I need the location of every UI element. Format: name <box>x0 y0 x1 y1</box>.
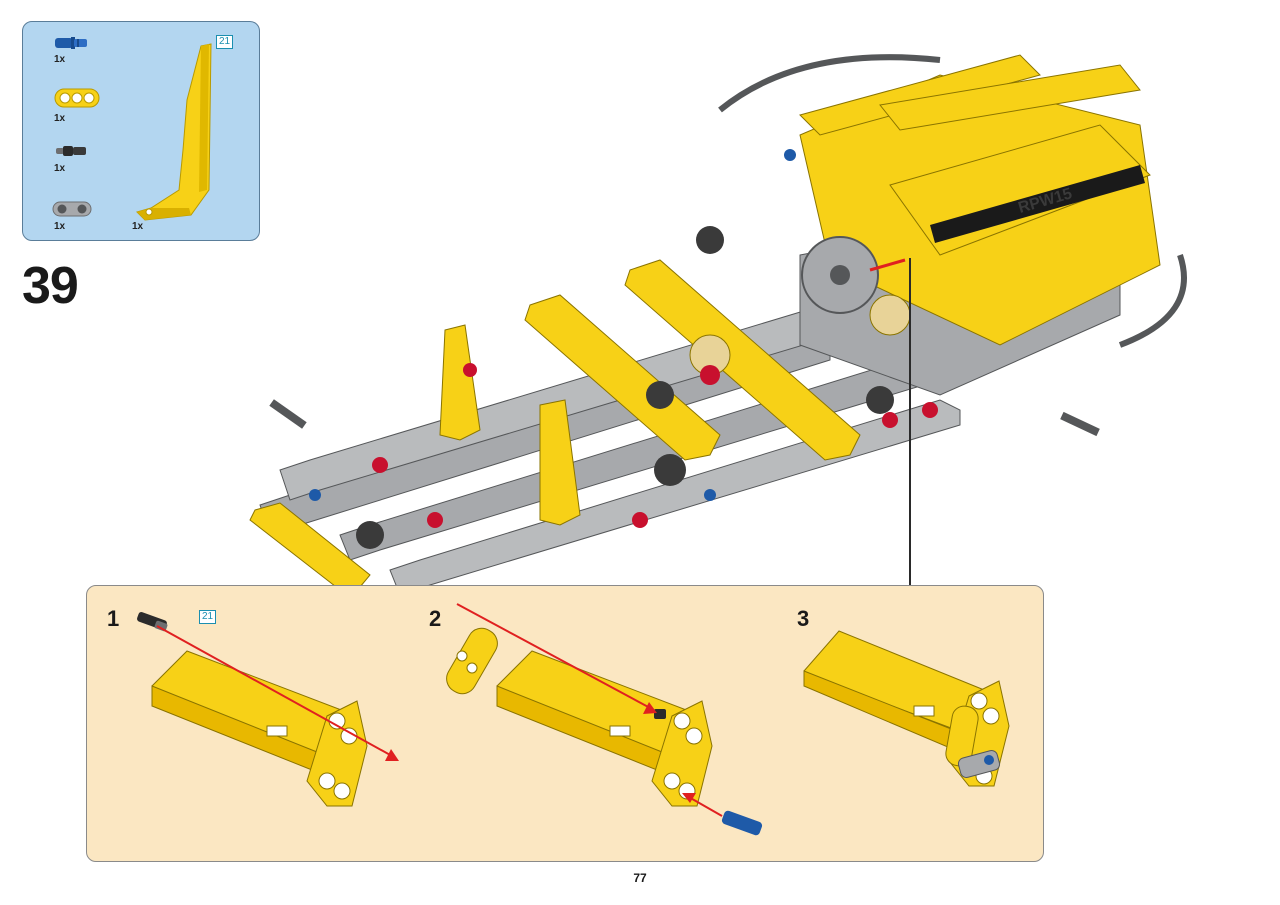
yellow-beam-3-part <box>54 88 100 108</box>
sub-step-2-illustration <box>446 603 763 836</box>
page-number: 77 <box>633 871 647 885</box>
model-illustration: RPW15 <box>249 54 1187 596</box>
part-quantity: 1x <box>54 54 66 65</box>
sub-step-3-illustration <box>803 630 1010 787</box>
step-number: 39 <box>22 257 79 315</box>
blue-axle-pin-part <box>55 37 87 49</box>
part-quantity: 1x <box>54 163 66 174</box>
sub-step-number: 1 <box>107 606 120 631</box>
parts-list-panel: 1x 1x 1x 1x 1x 21 <box>22 21 260 241</box>
panel-reference-badge: 21 <box>216 35 234 49</box>
sub-step-number: 2 <box>429 606 442 631</box>
sub-step-1-illustration <box>137 612 399 807</box>
callout-line <box>909 258 911 586</box>
black-pin-part <box>56 146 86 156</box>
yellow-panel-part <box>136 43 212 221</box>
part-quantity: 1x <box>54 221 66 232</box>
panel-reference-badge: 21 <box>199 610 217 624</box>
part-quantity: 1x <box>132 221 144 232</box>
part-quantity: 1x <box>54 113 66 124</box>
grey-connector-part <box>52 201 92 217</box>
sub-assembly-panel: 1 21 2 3 <box>86 585 1044 862</box>
sub-step-number: 3 <box>797 606 810 631</box>
